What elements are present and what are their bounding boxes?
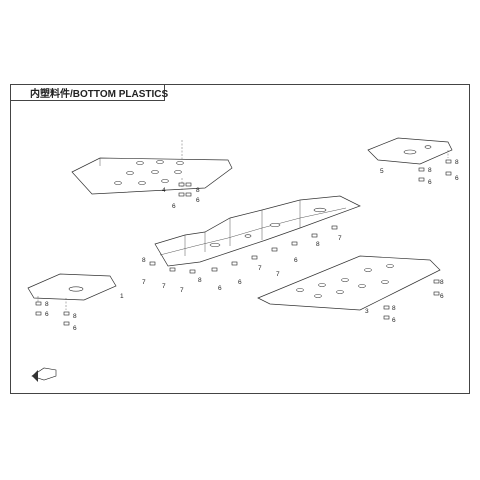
title-box: 内塑料件/BOTTOM PLASTICS	[10, 84, 169, 101]
plate-part-4	[71, 140, 233, 195]
callout-8: 8	[73, 313, 77, 320]
callout-5: 5	[380, 168, 384, 175]
callout-6: 6	[294, 257, 298, 264]
fastener-group-part4	[178, 182, 192, 197]
callout-8: 8	[45, 301, 49, 308]
callout-6: 6	[392, 317, 396, 324]
callout-6: 6	[428, 179, 432, 186]
callout-6: 6	[455, 175, 459, 182]
callout-7: 7	[276, 271, 280, 278]
callout-8: 8	[142, 257, 146, 264]
callout-8: 8	[316, 241, 320, 248]
callout-1: 1	[120, 293, 124, 300]
callout-6: 6	[196, 197, 200, 204]
fastener-group-part3	[383, 279, 440, 320]
callout-4: 4	[162, 187, 166, 194]
callout-8: 8	[428, 167, 432, 174]
plate-part-5	[367, 137, 453, 165]
callout-6: 6	[440, 293, 444, 300]
callout-6: 6	[73, 325, 77, 332]
fastener-group-tunnel	[149, 225, 338, 274]
diagram-frame	[10, 84, 470, 394]
callout-6: 6	[172, 203, 176, 210]
plate-part-1	[27, 273, 117, 310]
callout-3: 3	[365, 308, 369, 315]
center-tunnel-assembly	[154, 195, 361, 267]
callout-8: 8	[198, 277, 202, 284]
callout-8: 8	[196, 187, 200, 194]
fastener-group-part1	[35, 301, 70, 326]
callout-6: 6	[238, 279, 242, 286]
page-title: 内塑料件/BOTTOM PLASTICS	[30, 88, 169, 100]
front-direction-arrow-icon	[31, 367, 57, 382]
callout-8: 8	[440, 279, 444, 286]
callout-7: 7	[162, 283, 166, 290]
callout-6: 6	[218, 285, 222, 292]
fastener-group-part5	[418, 159, 452, 182]
callout-7: 7	[142, 279, 146, 286]
callout-7: 7	[258, 265, 262, 272]
callout-8: 8	[455, 159, 459, 166]
callout-6: 6	[45, 311, 49, 318]
callout-7: 7	[338, 235, 342, 242]
callout-7: 7	[180, 287, 184, 294]
callout-8: 8	[392, 305, 396, 312]
plate-part-3	[257, 255, 441, 311]
